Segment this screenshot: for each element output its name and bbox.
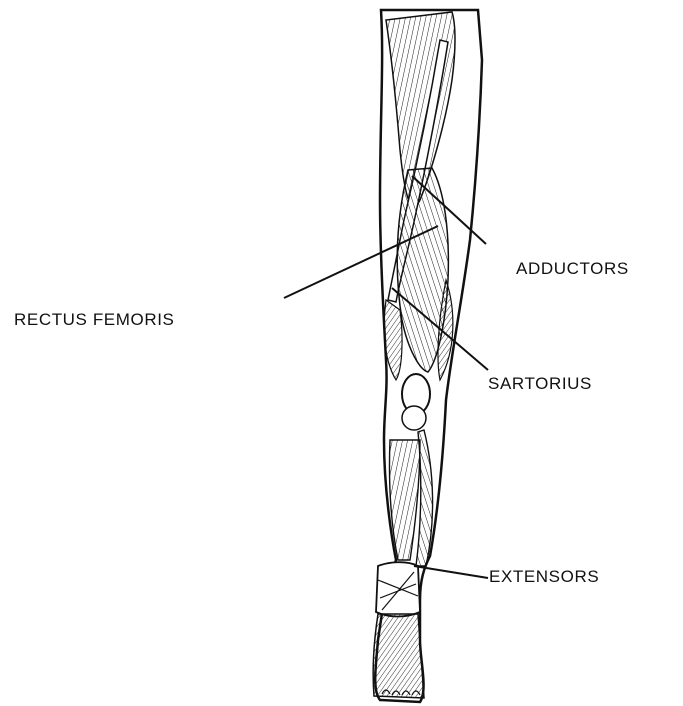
foot bbox=[373, 614, 424, 698]
label-extensors: EXTENSORS bbox=[489, 567, 599, 587]
ankle-retinaculum bbox=[376, 562, 420, 616]
label-adductors: ADDUCTORS bbox=[516, 259, 629, 279]
knee-patella bbox=[402, 374, 430, 430]
label-sartorius: SARTORIUS bbox=[488, 374, 592, 394]
leader-line-extensors bbox=[414, 566, 488, 578]
label-rectus-femoris: RECTUS FEMORIS bbox=[14, 310, 174, 330]
